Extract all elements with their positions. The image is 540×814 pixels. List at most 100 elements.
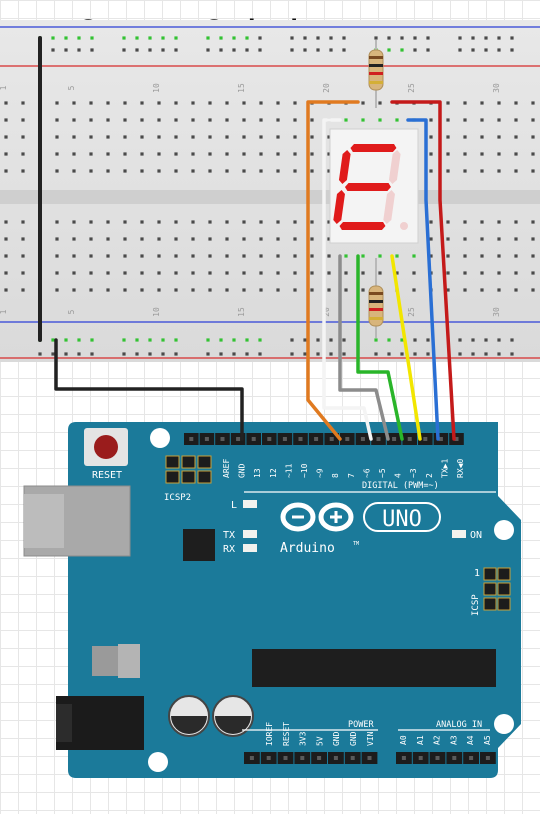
arduino-uno-board: RESET ICSP2 AREF GND 13 12 ~11 ~10 ~9 8 … bbox=[23, 422, 521, 778]
column-numbers-bottom: 1 5 10 15 20 25 30 bbox=[0, 307, 501, 317]
wire-pin3[interactable] bbox=[406, 118, 440, 441]
wire-pin5[interactable] bbox=[356, 254, 404, 441]
breadboard-hole bbox=[446, 169, 450, 173]
breadboard-hole bbox=[148, 352, 152, 356]
breadboard-hole bbox=[327, 254, 331, 258]
wire-pin2[interactable] bbox=[390, 100, 456, 441]
breadboard-hole bbox=[497, 36, 501, 40]
icsp2-header bbox=[165, 455, 212, 484]
breadboard-hole bbox=[497, 237, 501, 241]
led-tx bbox=[243, 530, 257, 538]
breadboard-hole bbox=[72, 288, 76, 292]
pin-label-1: TX▶1 bbox=[440, 459, 449, 478]
segment-d bbox=[339, 222, 386, 230]
breadboard-hole bbox=[316, 338, 320, 342]
breadboard-hole bbox=[208, 118, 212, 122]
breadboard-hole bbox=[446, 220, 450, 224]
col-num-30-bottom: 30 bbox=[492, 307, 501, 317]
breadboard-hole bbox=[4, 271, 8, 275]
breadboard-hole bbox=[412, 271, 416, 275]
breadboard-hole bbox=[55, 152, 59, 156]
resistor-top bbox=[368, 40, 384, 108]
wire-pin4[interactable] bbox=[390, 254, 422, 441]
digital-pin-socket-hole bbox=[392, 437, 397, 441]
breadboard-hole bbox=[429, 237, 433, 241]
breadboard-hole bbox=[208, 237, 212, 241]
breadboard-hole bbox=[89, 101, 93, 105]
breadboard-hole bbox=[293, 152, 297, 156]
breadboard-hole bbox=[497, 118, 501, 122]
breadboard-hole bbox=[90, 338, 94, 342]
breadboard-hole bbox=[122, 36, 126, 40]
breadboard-hole bbox=[225, 220, 229, 224]
breadboard-hole bbox=[206, 352, 210, 356]
icsp2-pin bbox=[165, 470, 180, 484]
breadboard-hole bbox=[510, 36, 514, 40]
breadboard-hole bbox=[344, 118, 348, 122]
wire-gnd-to-arduino[interactable] bbox=[54, 338, 244, 441]
breadboard-hole bbox=[316, 36, 320, 40]
breadboard-hole bbox=[310, 237, 314, 241]
power-label-reset: RESET bbox=[282, 722, 291, 746]
breadboard-hole bbox=[51, 36, 55, 40]
icsp2-pin bbox=[197, 470, 212, 484]
digital-pin-socket-hole bbox=[376, 437, 381, 441]
breadboard-hole bbox=[463, 118, 467, 122]
breadboard-hole bbox=[242, 237, 246, 241]
wire-pin7[interactable] bbox=[322, 118, 373, 441]
breadboard-hole bbox=[514, 169, 518, 173]
breadboard-hole bbox=[38, 352, 42, 356]
breadboard-hole bbox=[123, 220, 127, 224]
wire-pin8[interactable] bbox=[306, 100, 360, 441]
led-l bbox=[243, 500, 257, 508]
power-pin-socket-hole bbox=[283, 756, 288, 760]
analog-pin-socket-hole bbox=[469, 756, 474, 760]
breadboard-hole bbox=[259, 288, 263, 292]
col-num-25: 25 bbox=[407, 83, 416, 93]
breadboard-hole bbox=[310, 220, 314, 224]
breadboard-hole bbox=[208, 135, 212, 139]
breadboard-hole bbox=[276, 220, 280, 224]
breadboard-hole bbox=[174, 101, 178, 105]
breadboard-hole bbox=[293, 271, 297, 275]
breadboard-hole bbox=[426, 352, 430, 356]
breadboard-hole bbox=[446, 152, 450, 156]
breadboard-hole bbox=[77, 338, 81, 342]
breadboard-hole bbox=[219, 352, 223, 356]
wire-pin6[interactable] bbox=[338, 254, 390, 441]
digital-pin-labels: AREF GND 13 12 ~11 ~10 ~9 8 7 ~6 ~5 4 ~3… bbox=[222, 459, 465, 478]
breadboard-hole bbox=[157, 152, 161, 156]
analog-pin-socket-hole bbox=[485, 756, 490, 760]
breadboard-hole bbox=[191, 237, 195, 241]
segment-g bbox=[344, 183, 391, 191]
breadboard-hole bbox=[242, 118, 246, 122]
breadboard-hole bbox=[148, 36, 152, 40]
led-on bbox=[452, 530, 466, 538]
breadboard-hole bbox=[123, 237, 127, 241]
breadboard-hole bbox=[342, 36, 346, 40]
segment-f bbox=[338, 150, 351, 184]
breadboard-hole bbox=[225, 254, 229, 258]
breadboard-hole bbox=[480, 271, 484, 275]
analog-label-a4: A4 bbox=[466, 735, 475, 745]
icsp-pin1-label: 1 bbox=[474, 568, 480, 579]
breadboard-hole bbox=[458, 48, 462, 52]
breadboard-hole bbox=[242, 152, 246, 156]
breadboard-hole bbox=[232, 352, 236, 356]
breadboard-hole bbox=[123, 152, 127, 156]
breadboard-hole bbox=[191, 152, 195, 156]
icsp-header bbox=[483, 567, 511, 611]
breadboard-hole bbox=[174, 118, 178, 122]
breadboard-hole bbox=[497, 48, 501, 52]
breadboard-hole bbox=[123, 169, 127, 173]
breadboard-hole bbox=[510, 352, 514, 356]
mount-hole bbox=[148, 752, 168, 772]
breadboard-hole bbox=[387, 36, 391, 40]
breadboard-hole bbox=[480, 237, 484, 241]
digital-title: DIGITAL (PWM=~) bbox=[362, 481, 439, 491]
reset-button[interactable] bbox=[84, 428, 128, 466]
breadboard-hole bbox=[225, 288, 229, 292]
breadboard-hole bbox=[531, 220, 535, 224]
breadboard-hole bbox=[258, 352, 262, 356]
breadboard-hole bbox=[429, 152, 433, 156]
